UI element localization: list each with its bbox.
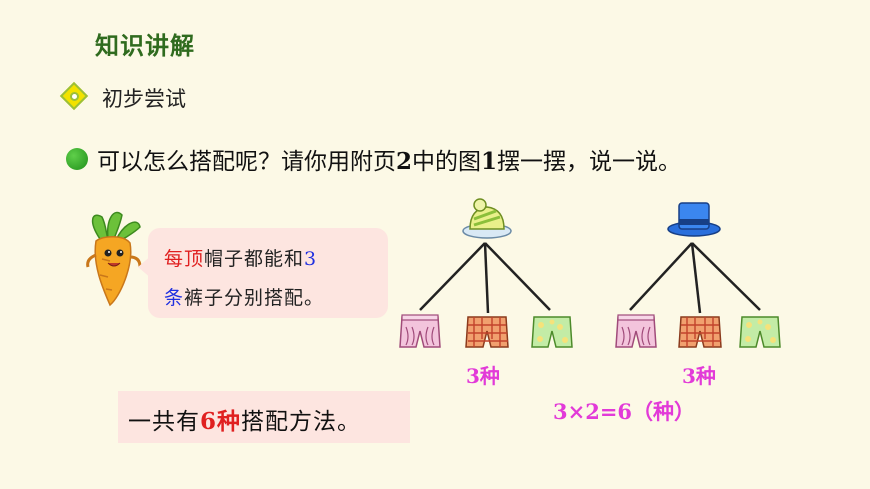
answer-text: 一共有6种搭配方法。 [128, 402, 361, 436]
bubble-highlight-each: 每顶 [164, 248, 205, 270]
top-hat-icon [667, 202, 721, 237]
tree-line-left-2 [483, 242, 490, 314]
question-part1: 可以怎么搭配呢？请你用附页 [97, 149, 396, 175]
bubble-highlight-3: 3 [304, 248, 318, 270]
tree-line-left-3 [484, 242, 551, 311]
plaid-shorts-icon [678, 316, 722, 348]
answer-part1: 一共有 [128, 409, 200, 435]
diamond-dot [70, 92, 79, 101]
green-shorts-icon [531, 316, 573, 348]
plaid-shorts-icon [465, 316, 509, 348]
beanie-hat-icon [462, 198, 512, 239]
count-right-label: 3种 [682, 364, 716, 388]
green-shorts-icon [739, 316, 781, 348]
speech-bubble [148, 228, 388, 318]
answer-part2: 搭配方法。 [241, 409, 362, 435]
speech-bubble-tail [138, 255, 152, 279]
answer-num: 6种 [200, 408, 242, 435]
count-left-label: 3种 [466, 364, 500, 388]
bubble-highlight-tiao: 条 [164, 287, 185, 309]
bubble-line-2: 条裤子分别搭配。 [164, 283, 324, 310]
question-num1: 2 [396, 148, 413, 175]
pink-shorts-icon [399, 314, 441, 348]
answer-box [118, 391, 410, 443]
bubble-line-1: 每顶帽子都能和3 [164, 244, 317, 271]
tree-line-right-2 [690, 242, 702, 314]
tree-line-right-3 [691, 242, 761, 311]
question-part3: 摆一摆，说一说。 [497, 149, 682, 175]
bubble-text-2: 裤子分别搭配。 [184, 287, 325, 309]
tree-line-left-1 [419, 242, 486, 311]
question-num2: 1 [481, 148, 498, 175]
bullet-icon [66, 148, 88, 170]
question-text: 可以怎么搭配呢？请你用附页2中的图1摆一摆，说一说。 [97, 142, 681, 176]
formula-text: 3×2=6（种） [553, 399, 696, 424]
pink-shorts-icon [615, 314, 657, 348]
page-title: 知识讲解 [95, 32, 195, 60]
carrot-mascot-icon [86, 211, 142, 307]
combination-tree-diagram [399, 198, 781, 348]
tree-line-right-1 [629, 242, 693, 311]
bubble-text-1: 帽子都能和 [204, 248, 305, 270]
section-subtitle: 初步尝试 [102, 87, 186, 111]
question-part2: 中的图 [412, 149, 482, 175]
